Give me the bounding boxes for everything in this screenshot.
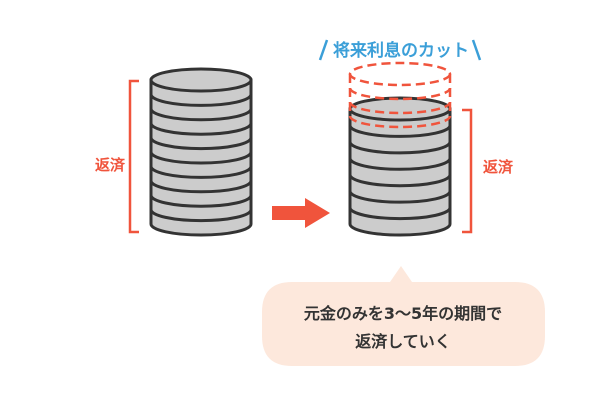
right-return-label: 返済: [483, 158, 514, 176]
cut-coin-side-3: [348, 102, 452, 116]
cut-label-slash-right: [471, 39, 482, 61]
left-coin-stack: [149, 67, 253, 237]
transition-arrow: [272, 198, 330, 228]
left-bracket: [128, 79, 139, 234]
right-stack-coin-edge: [348, 141, 452, 155]
right-coin-stack: [348, 96, 452, 237]
cut-coin-bottom-2: [348, 101, 452, 115]
left-stack-coin-edge: [149, 180, 253, 194]
right-bracket: [462, 108, 473, 234]
callout-shape: [262, 266, 545, 366]
left-return-label: 返済: [95, 156, 126, 174]
left-stack-coin-edge: [149, 209, 253, 223]
right-stack-coin-edge: [348, 174, 452, 188]
cut-coin-side-1: [348, 74, 452, 88]
callout-bubble: 元金のみを3〜5年の期間で 返済していく: [262, 266, 545, 366]
left-stack-coin-edge: [149, 194, 253, 208]
left-stack-coin-edge: [149, 94, 253, 107]
left-stack-coin-edge: [149, 122, 253, 136]
left-stack-coin-edge: [149, 166, 253, 179]
right-stack-coin-edge: [348, 190, 452, 204]
cut-coin-bottom-3: [348, 115, 452, 129]
callout-line-1: 元金のみを3〜5年の期間で: [304, 304, 502, 323]
left-stack-top-face: [149, 67, 253, 93]
right-stack-coin-edge: [348, 207, 452, 221]
callout-line-2: 返済していく: [355, 332, 451, 351]
cut-coins: [348, 61, 452, 129]
cut-coin-top: [348, 61, 452, 87]
left-stack-coin-edge: [149, 137, 253, 151]
right-stack-coin-edge: [348, 125, 452, 138]
cut-label-slash-left: [318, 39, 329, 61]
right-stack-coin-edge: [348, 157, 452, 171]
left-stack-coin-edge: [149, 151, 253, 165]
right-stack-body: [348, 107, 452, 237]
cut-coin-bottom-1: [348, 87, 452, 101]
cut-label: 将来利息のカット: [333, 40, 469, 61]
left-stack-coin-edge: [149, 108, 253, 122]
cut-coin-side-2: [348, 88, 452, 102]
